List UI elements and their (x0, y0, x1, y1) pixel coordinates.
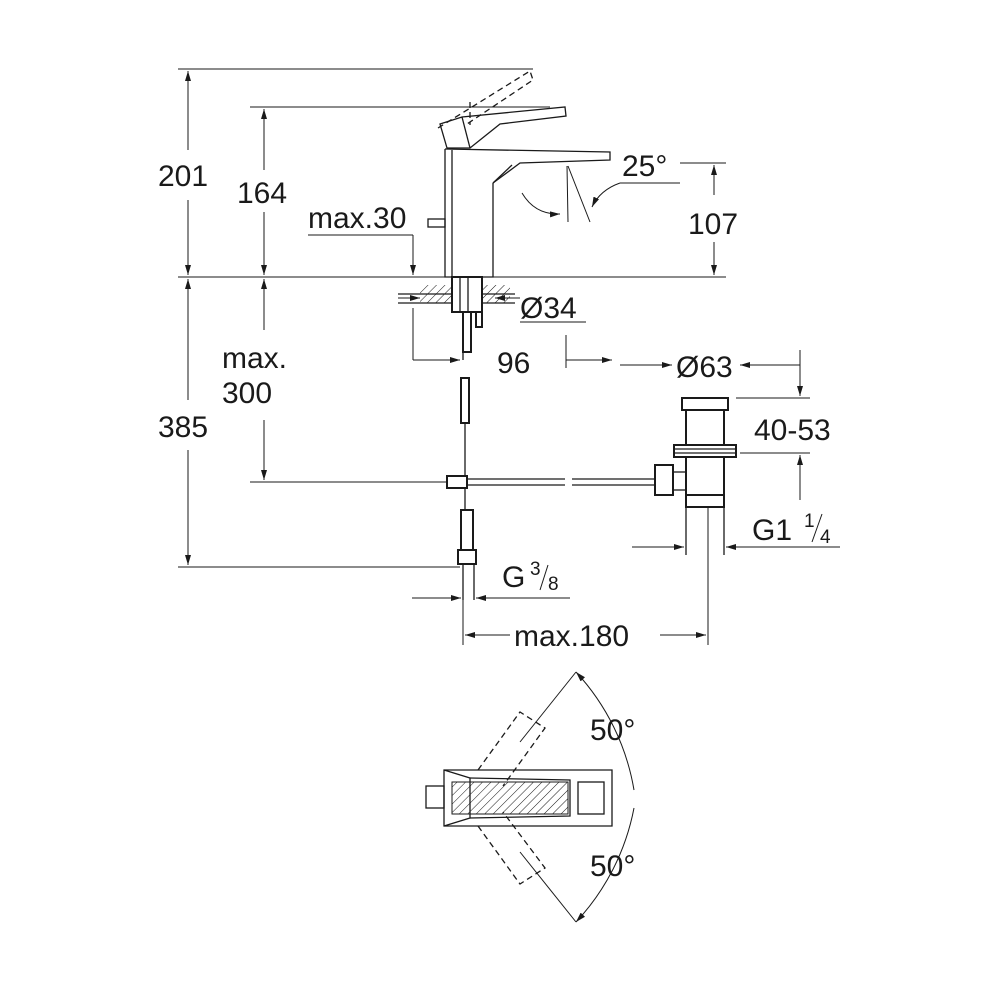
rotation-arc-upper (575, 671, 635, 791)
angle-lower-label: 50° (590, 850, 635, 883)
dim-g1-denominator: 4 (820, 527, 831, 548)
mounting-assembly (398, 276, 515, 353)
lever-stub (425, 785, 445, 809)
top-view: 50° 50° (425, 671, 635, 923)
handle-position-lower-dashed (477, 811, 546, 885)
dim-25-angle: 25° (521, 150, 680, 223)
dim-300-label: 300 (222, 377, 272, 410)
dim-g38-fraction-bar (539, 564, 549, 591)
dim-g1-numerator: 1 (804, 511, 815, 532)
dim-107-label: 107 (688, 208, 738, 241)
dim-d34-label: Ø34 (520, 292, 577, 325)
angle-upper-label: 50° (590, 714, 635, 747)
dim-max30-label: max.30 (308, 202, 406, 235)
dim-g38-label: G (502, 561, 525, 594)
dim-max180-label: max.180 (514, 620, 629, 653)
dim-g1-label: G1 (752, 514, 792, 547)
spout-outlet (577, 781, 605, 815)
rotation-ray-upper (519, 671, 577, 743)
faucet-top-body (443, 769, 613, 827)
dim-385-label: 385 (158, 411, 208, 444)
pull-rod (446, 475, 655, 489)
dim-d63-label: Ø63 (676, 351, 733, 384)
waste-drain (654, 397, 737, 645)
handle-position-upper-dashed (477, 711, 546, 787)
rotation-arc-lower (575, 807, 635, 923)
supply-hose (457, 352, 477, 645)
side-view: 201 164 max.30 (158, 68, 840, 653)
dim-25-label: 25° (622, 150, 667, 183)
dim-40-53-label: 40-53 (754, 414, 831, 447)
dim-max-label: max. (222, 342, 287, 375)
dim-g38-numerator: 3 (530, 559, 541, 580)
dim-201-label: 201 (158, 160, 208, 193)
dim-g38-denominator: 8 (548, 574, 559, 595)
rotation-ray-lower (519, 851, 577, 923)
faucet-body (427, 70, 611, 278)
decorative-pattern (451, 781, 569, 815)
dim-164-label: 164 (237, 177, 287, 210)
dim-96-label: 96 (497, 347, 530, 380)
dim-g1-fraction-bar (811, 513, 823, 543)
